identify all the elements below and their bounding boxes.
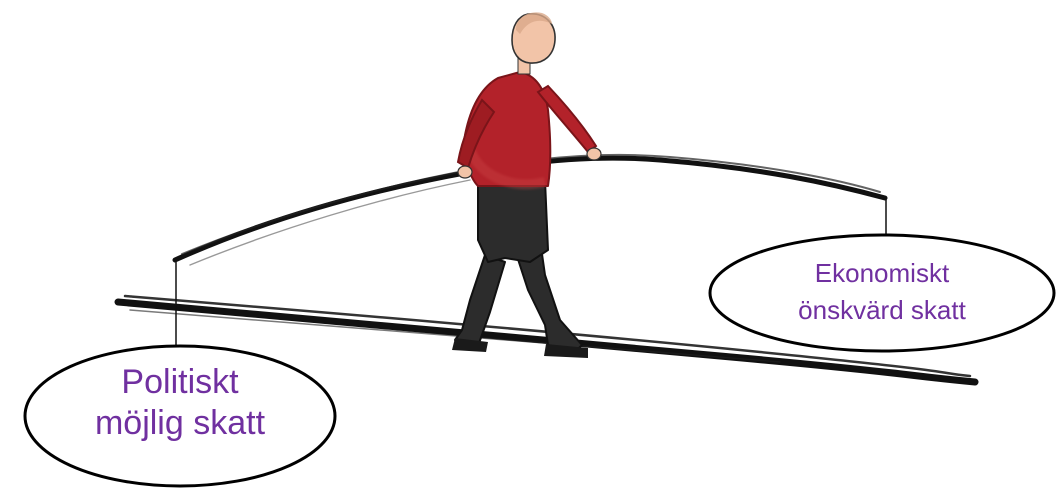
economic-tax-label: Ekonomiskt önskvärd skatt [712, 255, 1052, 329]
economic-tax-label-line2: önskvärd skatt [712, 292, 1052, 329]
political-tax-label-line1: Politiskt [30, 362, 330, 403]
political-tax-label: Politiskt möjlig skatt [30, 362, 330, 444]
political-tax-label-line2: möjlig skatt [30, 403, 330, 444]
tightrope-walker [452, 12, 601, 358]
economic-tax-label-line1: Ekonomiskt [712, 255, 1052, 292]
